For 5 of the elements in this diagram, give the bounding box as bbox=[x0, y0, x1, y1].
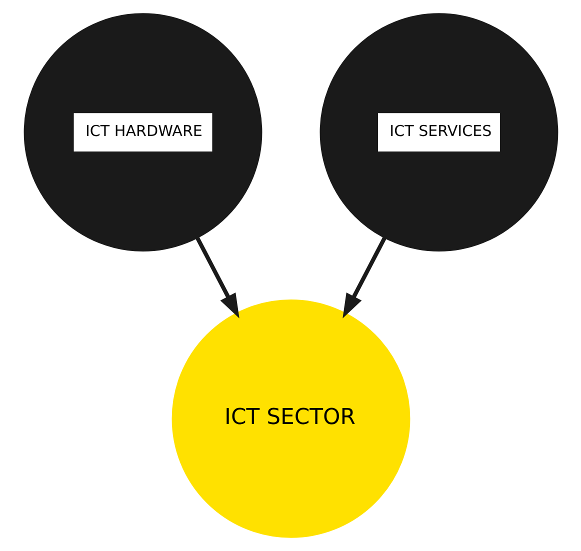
node-circle: ICT SERVICES bbox=[319, 13, 558, 252]
arrow bbox=[342, 236, 386, 318]
arrow bbox=[194, 236, 239, 318]
node-circle: ICT HARDWARE bbox=[23, 13, 262, 252]
node-circle: ICT SECTOR bbox=[171, 299, 410, 538]
